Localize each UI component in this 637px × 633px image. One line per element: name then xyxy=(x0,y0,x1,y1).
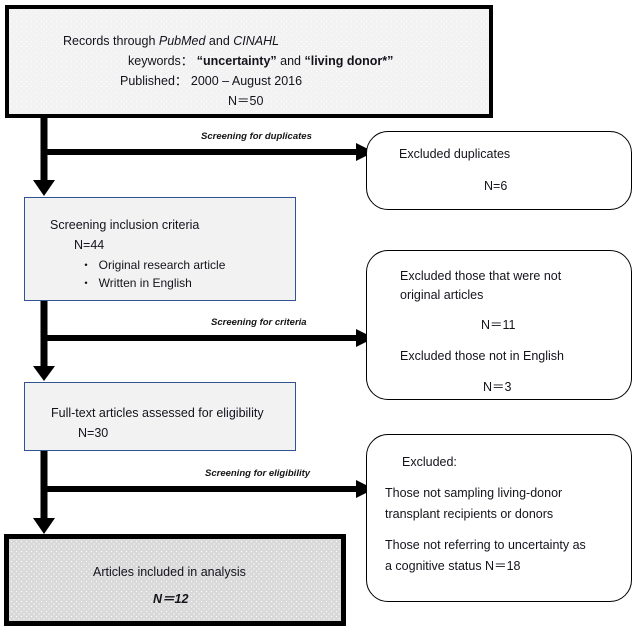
records-identified-box xyxy=(5,5,493,118)
excluded-not-original-count: N＝11 xyxy=(481,318,516,332)
records-keywords-prefix: keywords： xyxy=(128,54,197,68)
included-count: N＝12 xyxy=(153,592,189,606)
arrow-to-excluded-sampling xyxy=(44,480,374,498)
arrow-screening-to-fulltext xyxy=(33,301,55,381)
excluded-eligibility-line-3: transplant recipients or donors xyxy=(385,507,554,521)
records-line1-mid: and xyxy=(205,34,234,48)
excluded-eligibility-line-5: a cognitive status N＝18 xyxy=(385,559,521,573)
excluded-eligibility-box xyxy=(366,434,632,602)
articles-included-box xyxy=(4,534,346,626)
arrow-to-excluded-duplicates xyxy=(44,143,374,161)
screening-count: N=44 xyxy=(74,238,105,252)
excluded-not-original-line-1: Excluded those that were not xyxy=(400,269,562,283)
screening-bullet-english: ・ Written in English xyxy=(80,276,192,290)
arrow-records-to-screening xyxy=(33,118,55,196)
records-keyword-living-donor: “living donor*” xyxy=(304,54,394,68)
included-title: Articles included in analysis xyxy=(93,565,246,579)
excluded-not-english-label: Excluded those not in English xyxy=(400,349,564,363)
edge-label-eligibility: Screening for eligibility xyxy=(205,468,311,479)
excluded-eligibility-line-4: Those not referring to uncertainty as xyxy=(385,538,586,552)
records-line-1: Records through PubMed and CINAHL xyxy=(63,31,279,51)
excluded-duplicates-box xyxy=(366,131,632,210)
excluded-not-original-box xyxy=(366,250,632,400)
records-line-2: keywords： “uncertainty” and “living dono… xyxy=(128,51,393,71)
screening-title: Screening inclusion criteria xyxy=(50,218,200,232)
excluded-duplicates-title: Excluded duplicates xyxy=(399,147,511,161)
edge-label-criteria: Screening for criteria xyxy=(211,317,307,328)
screening-bullet-original: ・ Original research article xyxy=(80,258,226,272)
excluded-eligibility-line-2: Those not sampling living-donor xyxy=(385,486,563,500)
excluded-eligibility-title: Excluded: xyxy=(402,455,457,469)
edge-label-duplicates: Screening for duplicates xyxy=(201,131,312,142)
excluded-not-english-count: N＝3 xyxy=(483,380,512,394)
records-line1-cinahl: CINAHL xyxy=(233,34,280,48)
fulltext-count: N=30 xyxy=(78,426,109,440)
arrow-fulltext-to-included xyxy=(33,451,55,534)
records-count-line: N＝50 xyxy=(228,94,264,108)
fulltext-title: Full-text articles assessed for eligibil… xyxy=(51,406,264,420)
records-published-line: Published： 2000 – August 2016 xyxy=(120,74,303,88)
records-line1-pubmed: PubMed xyxy=(158,34,206,48)
full-text-assessed-box xyxy=(24,382,296,451)
records-keyword-mid: and xyxy=(276,54,305,68)
excluded-not-original-line-2: original articles xyxy=(400,288,484,302)
excluded-duplicates-count: N=6 xyxy=(484,179,508,193)
screening-inclusion-criteria-box xyxy=(24,197,296,301)
arrow-to-excluded-originals xyxy=(44,329,374,347)
records-keyword-uncertainty: “uncertainty” xyxy=(196,54,277,68)
records-line1-prefix: Records through xyxy=(63,34,159,48)
